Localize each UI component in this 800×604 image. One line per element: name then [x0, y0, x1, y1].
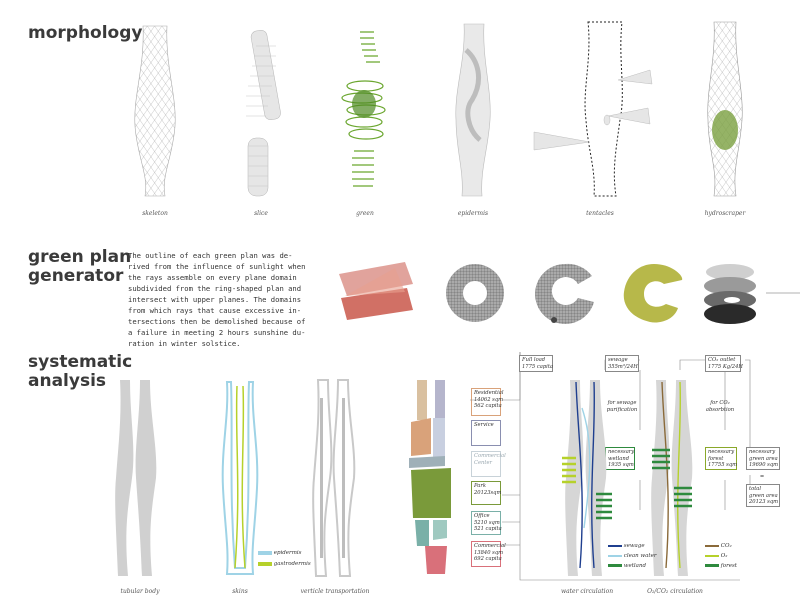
caption-tubular-body: tubular body: [120, 588, 160, 595]
legend-clean-water-label: clean water: [623, 553, 657, 559]
heading-systematic: systematic analysis: [28, 352, 133, 391]
flow-box-forest: necessary forest 17755 sqm: [705, 447, 737, 470]
flow-box-sewage: sewage 355m³/24H: [605, 355, 639, 372]
flow-label-for-co2: for CO₂ absorbtion: [705, 400, 735, 413]
flow-label-equals: =: [759, 474, 765, 480]
hydroscraper-figure: [707, 21, 743, 197]
gas-circulation-figure: [651, 380, 693, 576]
program-box-office: Office 5210 sqm 521 capita: [471, 511, 502, 535]
legend-gastrodermis-label: gastrodermis: [273, 561, 311, 567]
grid-ring-figure: [446, 264, 504, 322]
legend-forest: forest: [705, 563, 737, 569]
caption-transport: verticle transportation: [300, 588, 370, 595]
caption-hydroscraper: hydroscraper: [704, 210, 746, 217]
tentacles-figure: [533, 21, 653, 197]
legend-gastrodermis-swatch: [258, 561, 272, 566]
skeleton-figure: [134, 25, 176, 197]
green-figure: [341, 31, 386, 187]
legend-wetland-swatch: [608, 564, 622, 567]
program-box-commercial-center: Commercial Center: [471, 451, 506, 477]
caption-tentacles: tentacles: [586, 210, 614, 217]
legend-wetland-label: wetland: [623, 563, 647, 569]
legend-forest-swatch: [705, 564, 719, 567]
legend-wetland: wetland: [608, 563, 646, 569]
legend-o2-label: O₂: [720, 553, 728, 559]
legend-o2-swatch: [705, 554, 719, 557]
green-plan-shape: [623, 264, 683, 323]
legend-sewage-label: sewage: [623, 543, 645, 549]
water-circulation-figure: [562, 380, 612, 576]
legend-co2: CO₂: [705, 543, 732, 549]
legend-sewage: sewage: [608, 543, 645, 549]
flow-box-green-area: necessary green area 19690 sqm: [746, 447, 780, 470]
tubular-body-figure: [115, 380, 157, 576]
program-box-commercial: Commercial 13840 sqm 692 capita: [471, 541, 506, 567]
caption-skins: skins: [232, 588, 248, 595]
flow-box-co2-outlet: CO₂ outlet 1775 Kg/24H: [705, 355, 743, 372]
caption-green: green: [356, 210, 374, 217]
program-box-service: Service: [471, 420, 501, 446]
transport-figure: [312, 379, 356, 577]
program-box-park: Park 20123sqm: [471, 481, 501, 505]
skins-figure: [221, 381, 259, 575]
green-plan-description: The outline of each green plan was de- r…: [128, 251, 306, 348]
legend-o2: O₂: [705, 553, 727, 559]
flow-box-full-load: Full load 1775 capita: [519, 355, 553, 372]
sunlight-planes-figure: [339, 262, 413, 320]
slice-figure: [246, 30, 281, 197]
partial-grid-figure: [535, 263, 594, 324]
caption-skeleton: skeleton: [142, 210, 168, 217]
epidermis-figure: [455, 23, 491, 197]
legend-co2-swatch: [705, 544, 719, 547]
divider-line: [766, 292, 800, 294]
legend-sewage-swatch: [608, 544, 622, 547]
stacked-plans-figure: [704, 264, 756, 324]
program-box-residential: Residential 14062 sqm 562 capita: [471, 388, 504, 416]
legend-epidermis-swatch: [258, 550, 272, 555]
caption-gas-circulation: O₂/CO₂ circulation: [647, 588, 703, 595]
legend-co2-label: CO₂: [720, 543, 732, 549]
legend-forest-label: forest: [720, 563, 738, 569]
legend-epidermis-label: epidermis: [273, 550, 302, 556]
flow-label-for-sewage: for sewage purification: [606, 400, 638, 413]
flow-box-total-green: total green area 20123 sqm: [746, 484, 780, 507]
caption-epidermis: epidermis: [457, 210, 489, 217]
legend-epidermis: epidermis: [258, 550, 302, 556]
caption-slice: slice: [254, 210, 268, 217]
heading-green-plan: green plan generator: [28, 247, 132, 286]
caption-water-circulation: water circulation: [560, 588, 614, 595]
legend-clean-water-swatch: [608, 554, 622, 557]
legend-clean-water: clean water: [608, 553, 657, 559]
heading-morphology: morphology: [28, 23, 143, 43]
legend-gastrodermis: gastrodermis: [258, 561, 311, 567]
program-stack-figure: [409, 380, 451, 574]
